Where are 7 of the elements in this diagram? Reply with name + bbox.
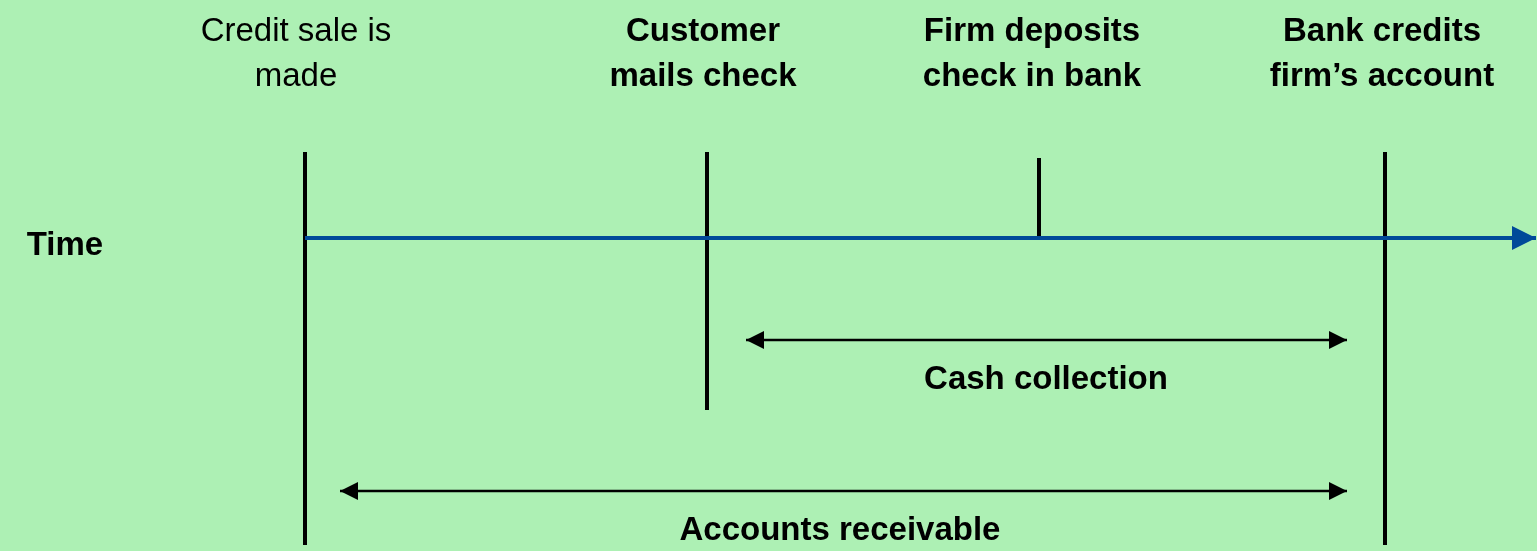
axis-label: Time: [25, 224, 105, 264]
span-label: Accounts receivable: [678, 509, 1002, 549]
span-label: Cash collection: [923, 358, 1169, 398]
event-label: Credit sale is made: [199, 10, 393, 95]
event-label: Customer mails check: [608, 10, 798, 95]
event-label: Bank credits firm’s account: [1268, 10, 1496, 95]
event-label: Firm deposits check in bank: [921, 10, 1143, 95]
